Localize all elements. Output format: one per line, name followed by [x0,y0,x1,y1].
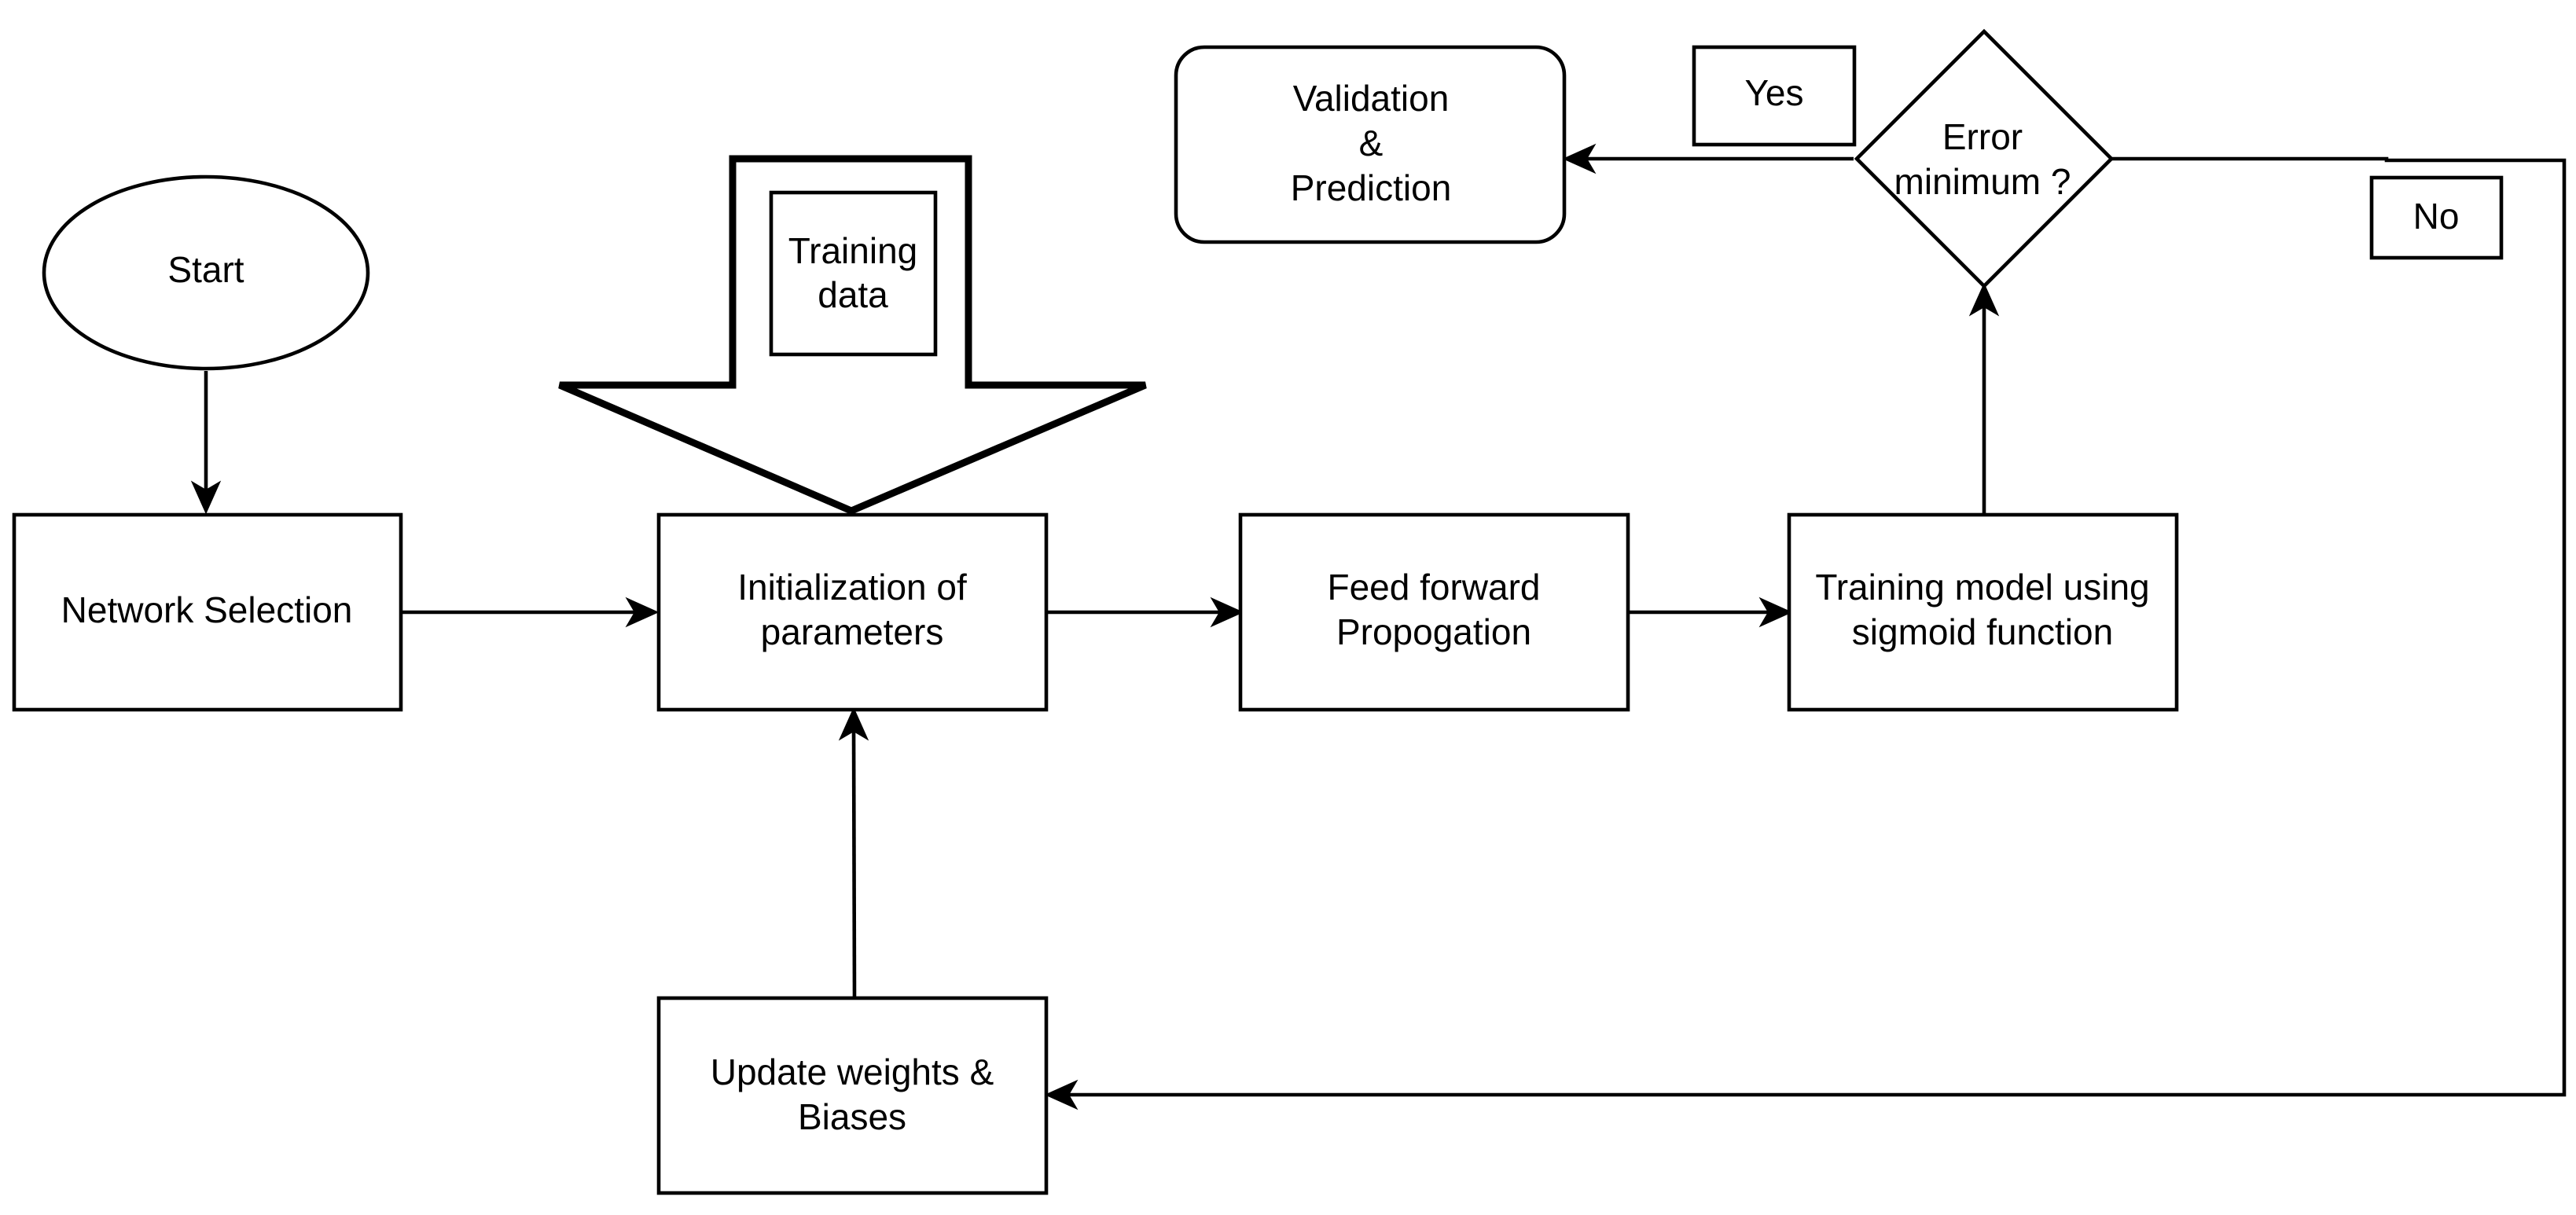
training-data-label-line1: Training [788,230,917,271]
edge-training-model-to-error-decision [1968,282,2000,515]
edge-initialization-to-feed-forward [1046,596,1244,628]
validation-label-line2: & [1359,123,1384,163]
edge-error-to-validation-yes [1562,143,1854,174]
training-data-node: Training data [769,190,938,357]
edge-update-weights-to-initialization [838,707,869,997]
start-node: Start [42,174,370,371]
edge-start-to-network-selection [190,371,222,515]
feed-forward-node: Feed forward Propogation [1238,512,1630,712]
training-model-label-line1: Training model using [1815,567,2149,608]
edge-feed-forward-to-training-model [1628,596,1793,628]
error-decision-label-line2: minimum ? [1894,161,2071,202]
update-weights-label-line2: Biases [798,1096,906,1137]
error-decision-node: Error minimum ? [1854,28,2115,289]
yes-label: Yes [1744,72,1803,113]
initialization-label-line1: Initialization of [737,567,967,608]
initialization-node: Initialization of parameters [656,512,1049,712]
training-model-label-line2: sigmoid function [1852,611,2113,652]
feed-forward-label-line2: Propogation [1336,611,1531,652]
edge-error-to-update-weights-no [1044,156,2567,1110]
network-selection-label: Network Selection [61,589,353,630]
validation-node: Validation & Prediction [1174,45,1567,244]
yes-edge-label: Yes [1692,45,1857,147]
update-weights-node: Update weights & Biases [656,996,1049,1195]
edge-network-selection-to-initialization [401,596,660,628]
training-model-node: Training model using sigmoid function [1787,512,2179,712]
edges [190,143,2567,1110]
start-label: Start [167,249,244,290]
network-selection-node: Network Selection [12,512,403,712]
validation-label-line1: Validation [1293,78,1450,119]
initialization-label-line2: parameters [761,611,944,652]
no-label: No [2413,196,2460,237]
update-weights-label-line1: Update weights & [711,1052,994,1092]
validation-label-line3: Prediction [1291,167,1452,208]
training-data-label-line2: data [818,274,888,315]
error-decision-label-line1: Error [1942,116,2023,157]
no-edge-label: No [2369,175,2504,260]
feed-forward-label-line1: Feed forward [1327,567,1540,608]
